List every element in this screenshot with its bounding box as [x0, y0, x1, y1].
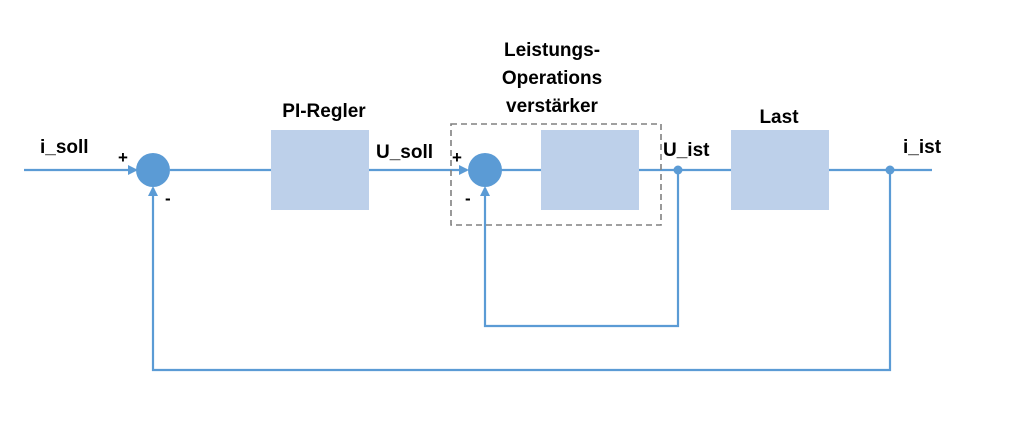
amplifier-dashed-box — [450, 123, 662, 226]
label-u-soll: U_soll — [376, 142, 433, 163]
branch-point-u-ist — [673, 165, 683, 175]
sum2-minus-sign: - — [465, 189, 471, 208]
label-i-soll: i_soll — [40, 137, 89, 158]
label-i-ist: i_ist — [903, 137, 942, 158]
label-pi-regler: PI-Regler — [282, 101, 366, 122]
inner-feedback-line — [480, 170, 680, 328]
label-last: Last — [759, 107, 799, 128]
label-amplifier-line1: Leistungs- — [504, 40, 600, 61]
label-amplifier-line3: verstärker — [506, 96, 599, 117]
amplifier-block — [541, 130, 639, 210]
label-u-ist: U_ist — [663, 140, 710, 161]
last-block — [731, 130, 829, 210]
sum1-minus-sign: - — [165, 189, 171, 208]
summing-junction-2 — [468, 153, 502, 187]
sum2-plus-sign: + — [452, 148, 462, 167]
branch-point-i-ist — [885, 165, 895, 175]
summing-junction-1 — [136, 153, 170, 187]
outer-feedback-line — [148, 170, 892, 372]
pi-regler-block — [271, 130, 369, 210]
sum1-plus-sign: + — [118, 148, 128, 167]
label-amplifier-line2: Operations — [502, 68, 602, 89]
